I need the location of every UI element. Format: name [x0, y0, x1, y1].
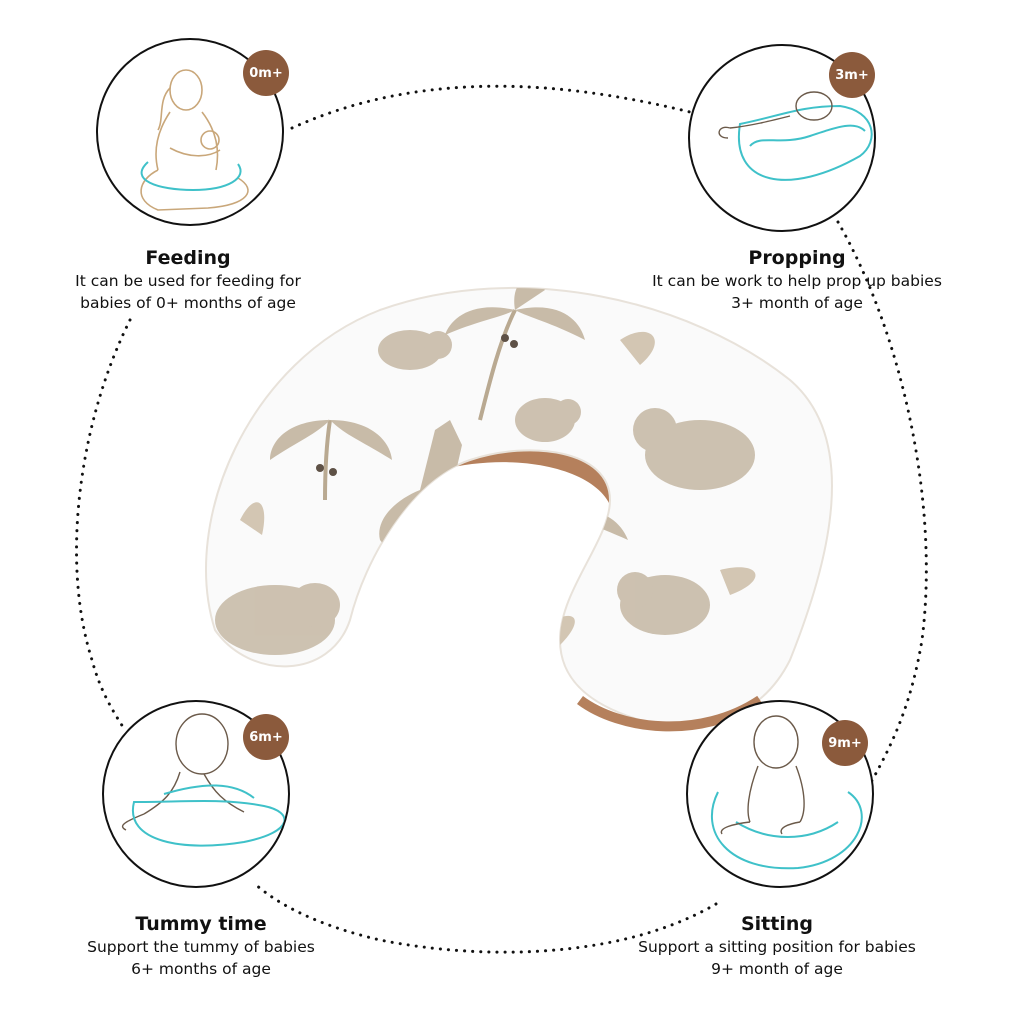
- feeding-title: Feeding: [145, 247, 231, 269]
- tummy-time-desc-line-2: 6+ months of age: [131, 960, 271, 978]
- propping-baby-icon: [718, 91, 873, 181]
- feeding-caption: Feeding It can be used for feeding for b…: [40, 246, 336, 314]
- sitting-title: Sitting: [740, 913, 813, 935]
- age-badge-propping: 3m+: [829, 52, 875, 98]
- feeding-desc-line-1: It can be used for feeding for: [75, 272, 301, 290]
- propping-caption: Propping It can be work to help prop up …: [622, 246, 972, 314]
- age-badge-sitting: 9m+: [822, 720, 868, 766]
- tummy-time-caption: Tummy time Support the tummy of babies 6…: [48, 912, 354, 980]
- age-badge-feeding: 0m+: [243, 50, 289, 96]
- tummy-time-baby-icon: [121, 713, 286, 847]
- propping-desc-line-1: It can be work to help prop up babies: [652, 272, 942, 290]
- tummy-time-desc-line-1: Support the tummy of babies: [87, 938, 315, 956]
- propping-desc-line-2: 3+ month of age: [731, 294, 863, 312]
- sitting-desc-line-1: Support a sitting position for babies: [638, 938, 916, 956]
- tummy-time-title: Tummy time: [135, 913, 267, 935]
- feeding-mother-baby-icon: [140, 69, 249, 211]
- age-badge-tummy-time: 6m+: [243, 714, 289, 760]
- propping-title: Propping: [748, 247, 846, 269]
- feeding-desc-line-2: babies of 0+ months of age: [80, 294, 296, 312]
- sitting-desc-line-2: 9+ month of age: [711, 960, 843, 978]
- sitting-caption: Sitting Support a sitting position for b…: [612, 912, 942, 980]
- sitting-baby-icon: [711, 715, 863, 870]
